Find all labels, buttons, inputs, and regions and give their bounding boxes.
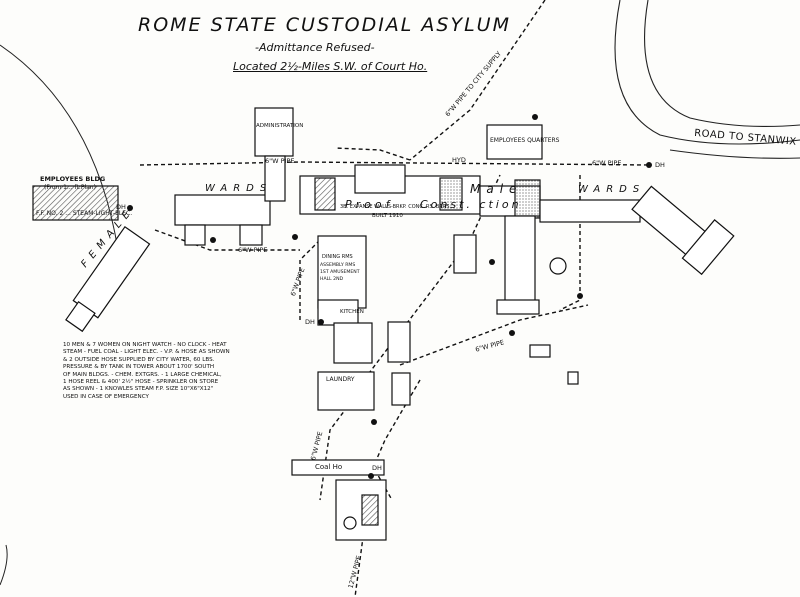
map-subtitle: -Admittance Refused- bbox=[255, 41, 375, 54]
buildings bbox=[32, 107, 735, 541]
small-bldg-1 bbox=[453, 234, 477, 274]
female-wards-label: WARDS bbox=[205, 183, 273, 194]
road-edge-arc-inner bbox=[644, 0, 800, 128]
pipe-top-rect bbox=[334, 147, 411, 161]
employees-bldg-label: EMPLOYEES BLDG bbox=[40, 175, 106, 183]
pipe-upper-row bbox=[139, 161, 651, 166]
dining-block bbox=[317, 235, 367, 309]
laundry bbox=[317, 371, 375, 411]
female-ward-tab-2 bbox=[239, 224, 263, 246]
pipe-label-2: 6"W PIPE bbox=[592, 159, 622, 167]
hydrant bbox=[646, 162, 652, 168]
female-ward-end bbox=[65, 300, 96, 333]
tower-block bbox=[354, 164, 406, 194]
dh-label: DH bbox=[655, 161, 665, 169]
stack-block bbox=[361, 494, 379, 526]
map-title: ROME STATE CUSTODIAL ASYLUM bbox=[138, 14, 511, 36]
coal-house-label: Coal Ho bbox=[315, 463, 343, 471]
dh-box bbox=[387, 321, 411, 363]
kitchen bbox=[333, 322, 373, 364]
construction-label: Const. ction bbox=[420, 198, 522, 211]
hydrant bbox=[292, 234, 298, 240]
administration bbox=[254, 107, 294, 157]
east-block-dotted bbox=[514, 179, 541, 219]
dining-label: DINING RMS bbox=[322, 254, 353, 260]
laundry-label: LAUNDRY bbox=[326, 376, 355, 383]
administration-label: ADMINISTRATION bbox=[256, 123, 304, 129]
pipe-to-city bbox=[409, 0, 546, 161]
stack-circle bbox=[343, 516, 357, 530]
left-edge-curve bbox=[0, 544, 8, 586]
pipe-network bbox=[139, 0, 651, 597]
male-ward-front bbox=[539, 199, 641, 223]
dining-extension bbox=[317, 299, 359, 326]
male-east-ward-end bbox=[681, 219, 735, 276]
pipe-12 bbox=[354, 379, 421, 597]
employees-bldg-note: F.F. NO. 2 ... STEAM-LIGHT-ELEC. bbox=[36, 210, 133, 217]
hydrant bbox=[210, 237, 216, 243]
employees-quarters-label: EMPLOYEES QUARTERS bbox=[490, 137, 560, 144]
hydrant bbox=[509, 330, 515, 336]
pipe-lower-loop bbox=[299, 239, 321, 320]
dh-label: DH bbox=[372, 464, 382, 472]
hydrant bbox=[318, 319, 324, 325]
hydrant bbox=[532, 114, 538, 120]
fire-protection-note: 10 MEN & 7 WOMEN ON NIGHT WATCH - NO CLO… bbox=[63, 342, 230, 400]
coal-house bbox=[291, 459, 385, 476]
built-1910-label: BUILT 1910 bbox=[372, 213, 403, 219]
wall-note: 3B. EXPANSE WALLS-BRKP. CONC. RS. BARS. bbox=[340, 204, 451, 210]
hydrant bbox=[368, 473, 374, 479]
admin-connector bbox=[264, 155, 286, 202]
map-location: Located 2½-Miles S.W. of Court Ho. bbox=[233, 60, 428, 73]
male-label: Male bbox=[470, 182, 523, 196]
dh-label: DH bbox=[116, 203, 126, 211]
central-hatch-2 bbox=[439, 177, 463, 211]
dh-label: DH bbox=[305, 318, 315, 326]
road-edge-lower bbox=[669, 149, 800, 159]
male-wards-label: WARDS bbox=[578, 184, 646, 195]
male-ward-spine bbox=[504, 215, 536, 307]
hydrant bbox=[577, 293, 583, 299]
pipe-label-3: 6"W PIPE bbox=[238, 246, 268, 254]
hydrants bbox=[127, 114, 652, 479]
tank-circle bbox=[549, 257, 567, 275]
pipe-diagonal bbox=[399, 304, 589, 366]
female-ward-tab-1 bbox=[184, 224, 206, 246]
central-hatch-1 bbox=[314, 177, 336, 211]
female-ward-front bbox=[174, 194, 271, 226]
amusement-label: ASSEMBLY RMS 1ST AMUSEMENT HALL 2ND bbox=[320, 263, 360, 282]
employees-bldg bbox=[32, 185, 119, 221]
employees-bldg-from: (From 1... ft.Plan) bbox=[44, 184, 96, 191]
small-bldg-3 bbox=[567, 371, 579, 385]
hydrant bbox=[127, 205, 133, 211]
employees-quarters bbox=[486, 124, 543, 160]
hydrant bbox=[489, 259, 495, 265]
hydrant bbox=[371, 419, 377, 425]
hydrant-label: HYD bbox=[452, 156, 466, 164]
small-bldg-2 bbox=[529, 344, 551, 358]
proof-label: Proof bbox=[345, 198, 394, 211]
male-ward-bottom bbox=[496, 299, 540, 315]
pipe-female bbox=[154, 229, 300, 251]
laundry-annex bbox=[391, 372, 411, 406]
pipe-label-1: 6"W PIPE bbox=[265, 157, 295, 165]
kitchen-label: KITCHEN bbox=[340, 309, 364, 315]
pipe-right-vertical bbox=[559, 175, 581, 311]
road-edge-arc-outer bbox=[614, 0, 800, 145]
